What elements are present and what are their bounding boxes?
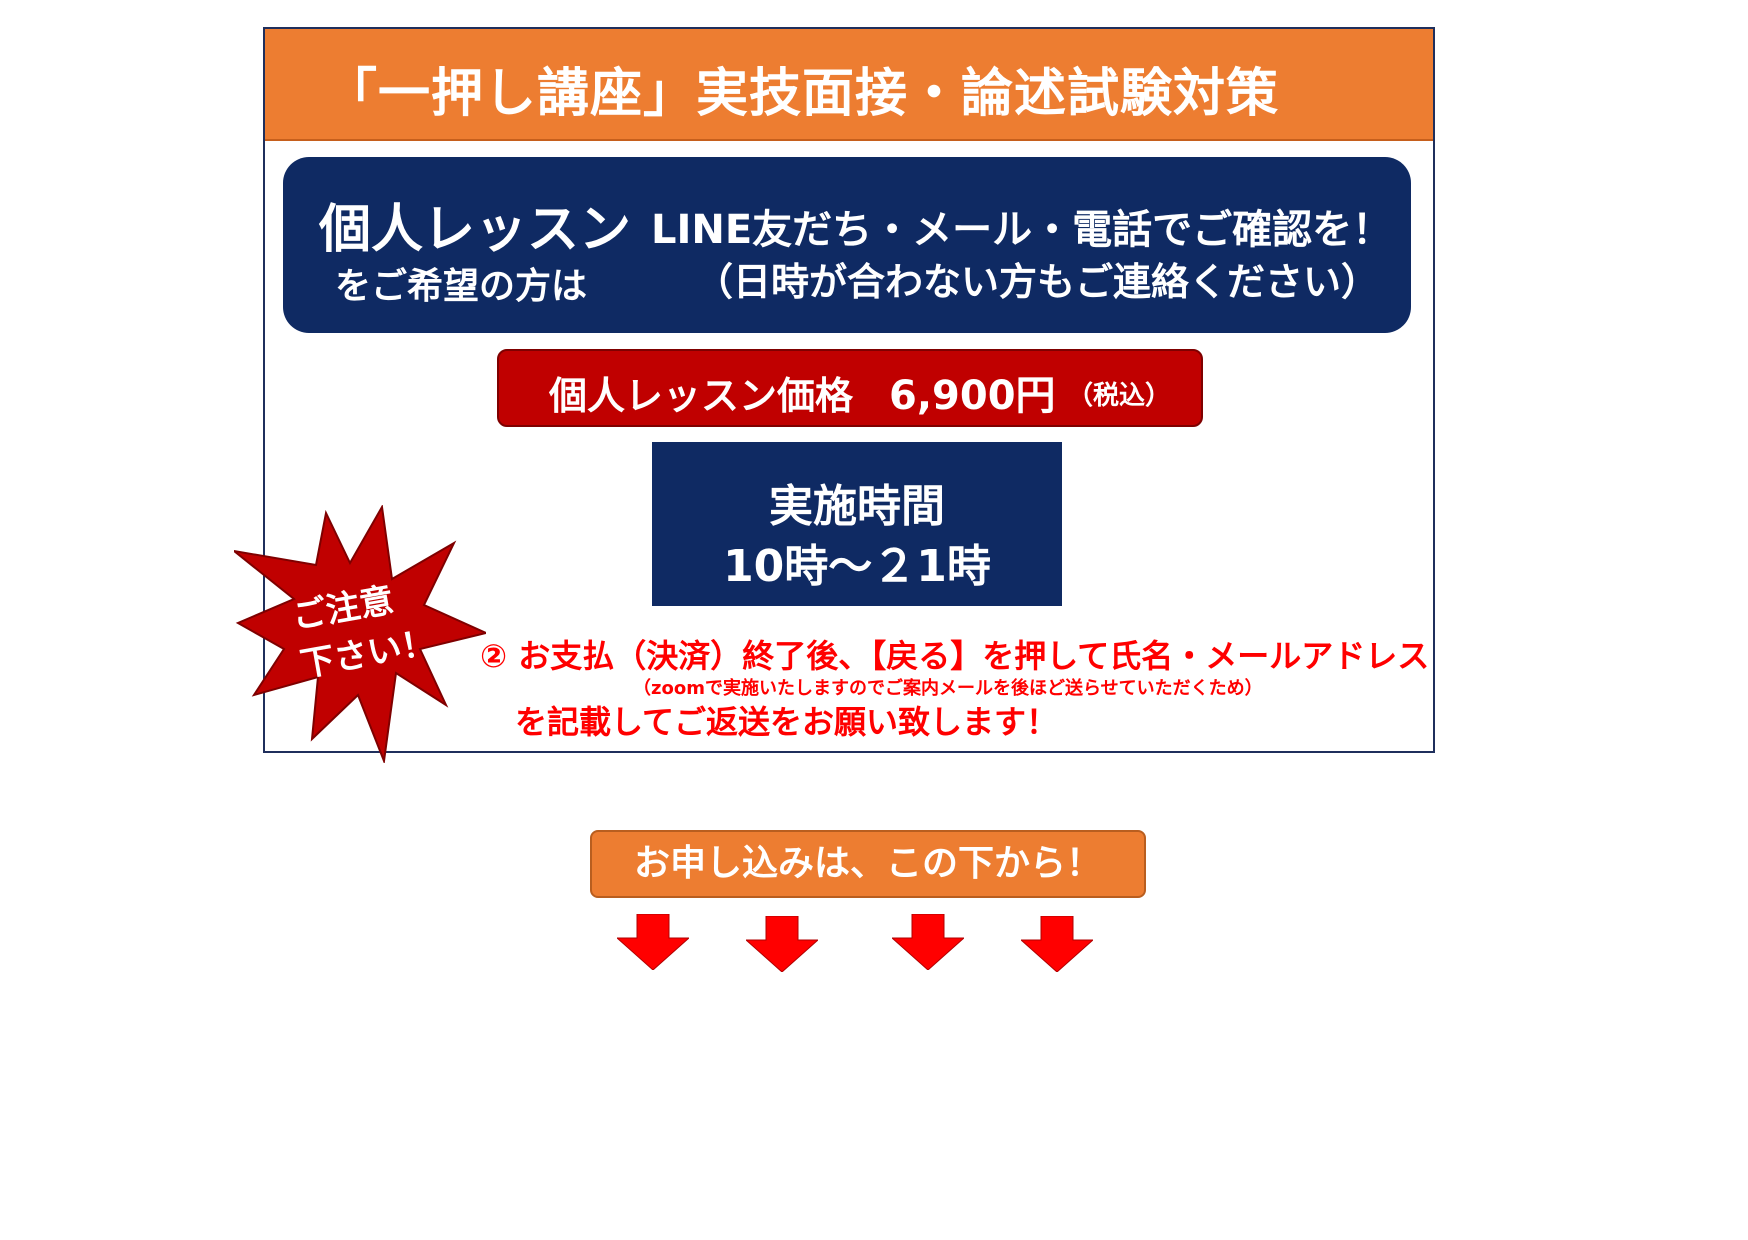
lesson-banner-note: （日時が合わない方もご連絡ください） — [695, 260, 1380, 304]
lesson-banner-contact: LINE友だち・メール・電話でご確認を！ — [651, 207, 1393, 253]
starburst-icon — [234, 505, 486, 763]
page-title: 「一押し講座」実技面接・論述試験対策 — [325, 64, 1280, 124]
hours-value: 10時～２1時 — [723, 541, 991, 592]
hours-box: 実施時間 10時～２1時 — [652, 442, 1062, 606]
down-arrow-icon — [746, 916, 818, 972]
apply-button[interactable]: お申し込みは、この下から！ — [590, 830, 1146, 898]
price-value: 6,900円 — [889, 373, 1056, 419]
notice-small: （zoomで実施いたしますのでご案内メールを後ほど送らせていただくため） — [633, 678, 1263, 699]
lesson-banner-heading: 個人レッスン — [319, 200, 632, 260]
header-bar: 「一押し講座」実技面接・論述試験対策 — [265, 29, 1433, 141]
down-arrow-icon — [617, 914, 689, 970]
hours-title: 実施時間 — [769, 481, 945, 532]
price-badge: 個人レッスン価格 6,900円 （税込） — [497, 349, 1203, 427]
course-panel: 「一押し講座」実技面接・論述試験対策 個人レッスン をご希望の方は LINE友だ… — [263, 27, 1435, 753]
down-arrow-icon — [892, 914, 964, 970]
lesson-banner-subheading: をご希望の方は — [335, 266, 588, 307]
down-arrow-icon — [1021, 916, 1093, 972]
price-label: 個人レッスン価格 — [549, 374, 854, 418]
price-tax: （税込） — [1067, 381, 1172, 411]
lesson-banner: 個人レッスン をご希望の方は LINE友だち・メール・電話でご確認を！ （日時が… — [283, 157, 1411, 333]
notice-line-1: ② お支払（決済）終了後、【戻る】を押して氏名・メールアドレス — [480, 637, 1430, 675]
notice-line-2: を記載してご返送をお願い致します！ — [515, 703, 1059, 741]
